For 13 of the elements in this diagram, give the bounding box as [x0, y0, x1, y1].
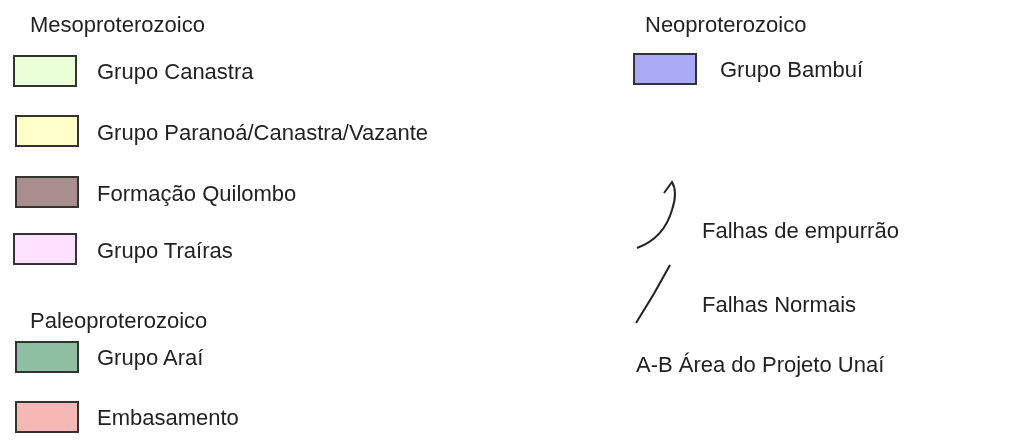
legend-label: Grupo Bambuí — [720, 57, 864, 83]
period-heading: Paleoproterozoico — [30, 308, 208, 334]
legend-label: Falhas de empurrão — [702, 218, 899, 244]
period-heading: Mesoproterozoico — [30, 12, 205, 38]
period-heading: Neoproterozoico — [645, 12, 807, 38]
legend-label: Grupo Paranoá/Canastra/Vazante — [97, 120, 429, 146]
legend-label: Grupo Canastra — [97, 59, 254, 85]
legend-note: A-B Área do Projeto Unaí — [636, 352, 885, 378]
legend-label: Embasamento — [97, 405, 239, 431]
legend-label: Grupo Traíras — [97, 238, 233, 264]
legend-label: Grupo Araí — [97, 345, 204, 371]
legend-label: Formação Quilombo — [97, 181, 297, 207]
legend-label: Falhas Normais — [702, 292, 857, 318]
